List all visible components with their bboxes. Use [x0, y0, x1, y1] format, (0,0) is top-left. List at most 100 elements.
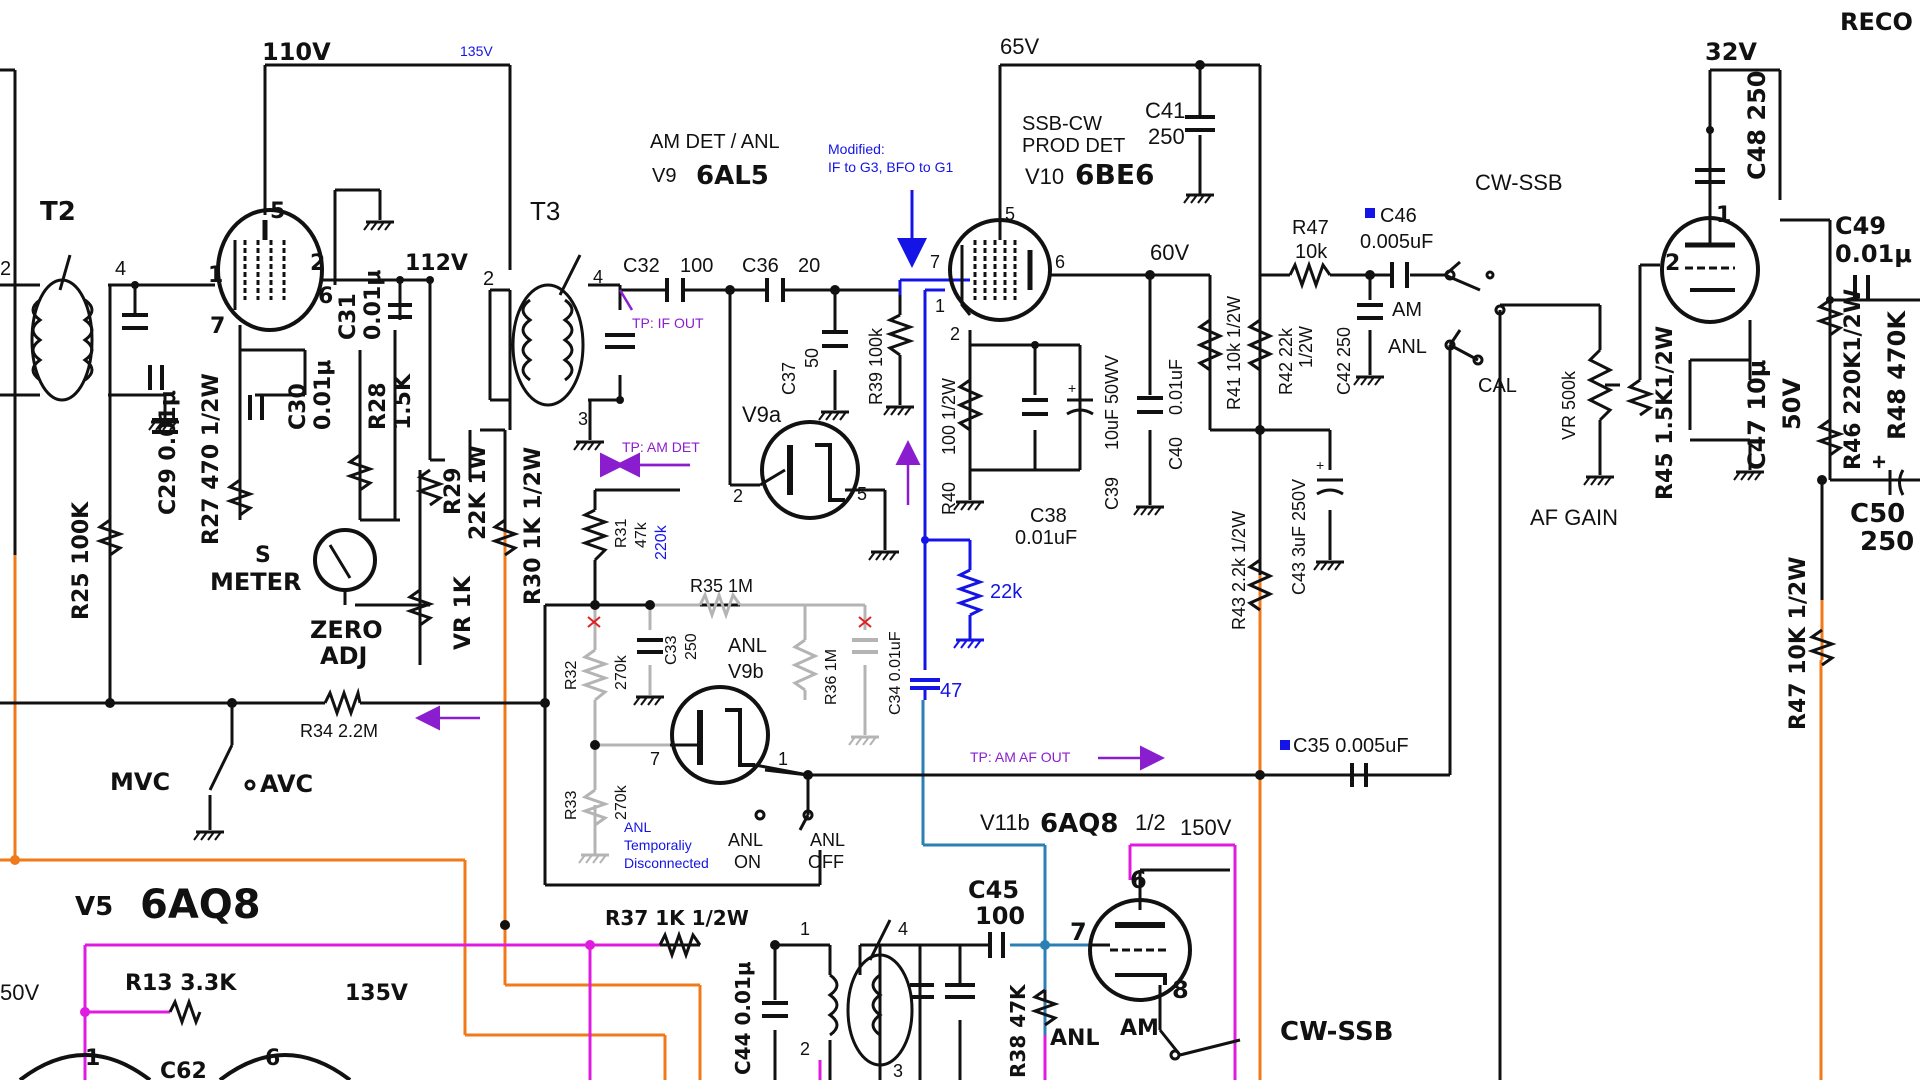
label-r42: R42 22k	[1276, 327, 1296, 395]
pin-label: 1	[800, 919, 810, 939]
resistor-r29-icon	[415, 468, 445, 507]
label-anl-on: ANL	[728, 830, 763, 850]
label-r28: R28	[366, 382, 391, 430]
resistor-r41-icon	[1196, 318, 1224, 372]
resistor-r45-icon	[1625, 378, 1655, 417]
label-r32-value: 270k	[613, 654, 630, 690]
pin-label: 2	[950, 324, 960, 344]
label-zero: ZERO	[310, 616, 383, 644]
pin-label: 7	[1070, 918, 1087, 946]
label-c32: C32	[623, 255, 660, 277]
pin-label: 2	[483, 268, 494, 290]
label-am-bottom: AM	[1120, 1016, 1159, 1041]
label-22k: 22k	[990, 581, 1023, 603]
modified-wiring	[897, 190, 972, 670]
resistor-r39-icon	[885, 313, 915, 357]
pin-label: 5	[270, 199, 285, 224]
junction-dots	[105, 60, 1834, 950]
vacuum-tube-v10-icon	[948, 218, 1052, 322]
label-r33: R33	[563, 791, 580, 820]
resistor-r40-icon	[956, 378, 984, 432]
label-am: AM	[1392, 299, 1422, 321]
label-c31-value: 0.01μ	[361, 270, 386, 340]
label-anl-temp-3: Disconnected	[624, 855, 709, 871]
switches	[244, 269, 1506, 1061]
label-c47: C47 10μ	[1743, 360, 1771, 470]
pin-label: 7	[210, 314, 225, 339]
label-r36: R36 1M	[823, 649, 840, 705]
label-tp-am-af-out: TP: AM AF OUT	[970, 749, 1071, 765]
label-c41: C41	[1145, 98, 1185, 123]
resistor-r37-icon	[658, 930, 702, 960]
label-modified-detail: IF to G3, BFO to G1	[828, 159, 953, 175]
pin-label: 4	[898, 919, 908, 939]
label-v5-tube: 6AQ8	[140, 882, 261, 928]
pin-label: 1	[935, 296, 945, 316]
resistor-vr500k-icon	[1586, 348, 1614, 422]
label-c46-value: 0.005uF	[1360, 231, 1433, 253]
label-mvc: MVC	[110, 768, 170, 796]
label-v11b-half: 1/2	[1135, 810, 1166, 835]
label-modified: Modified:	[828, 141, 885, 157]
pin-label: 4	[115, 258, 126, 280]
label-r30: R30 1K 1/2W	[521, 447, 546, 605]
label-135v: 135V	[460, 43, 493, 59]
label-v10: V10	[1025, 164, 1064, 189]
label-tp-am-det: TP: AM DET	[622, 439, 700, 455]
resistor-r32-icon	[580, 648, 610, 702]
label-anl-temp: ANL	[624, 819, 651, 835]
pin-label: 2	[733, 486, 743, 506]
label-50v: 50V	[0, 980, 39, 1005]
label-c47-value: 50V	[1778, 378, 1806, 430]
label-c37-value: 50	[802, 348, 822, 368]
label-60v: 60V	[1150, 240, 1189, 265]
label-r40-value: 100 1/2W	[939, 378, 959, 455]
label-tp-if-out: TP: IF OUT	[632, 315, 704, 331]
label-t3: T3	[530, 196, 560, 226]
label-vr500k: VR 500k	[1559, 370, 1579, 440]
label-150v: 150V	[1180, 815, 1232, 840]
pin-label: 8	[1172, 976, 1189, 1004]
label-c62: C62	[160, 1059, 207, 1080]
label-r40: R40	[939, 482, 959, 515]
label-r31-modified: 220k	[653, 524, 670, 560]
pin-label: 6	[1130, 866, 1147, 894]
pin-label: 1	[778, 749, 788, 769]
pin-label: 6	[318, 284, 333, 309]
pin-label: 5	[1005, 204, 1015, 224]
label-prod-det: PROD DET	[1022, 135, 1125, 157]
resistor-r47b-icon	[1807, 628, 1837, 667]
label-c33-value: 250	[683, 633, 700, 660]
pin-label: 4	[593, 267, 603, 287]
label-r42-value: 1/2W	[1296, 326, 1316, 368]
label-c44: C44 0.01μ	[731, 961, 755, 1075]
label-r28-value: 1.5K	[391, 373, 416, 430]
pin-label: 3	[578, 409, 588, 429]
label-c30: C30	[286, 383, 311, 430]
label-c35: C35 0.005uF	[1293, 735, 1409, 757]
label-c32-value: 100	[680, 255, 713, 277]
label-r46: R46 220K1/2W	[1841, 289, 1866, 470]
label-off: OFF	[808, 852, 844, 872]
partial-tubes-bottom	[18, 1053, 352, 1080]
resistor-r34-icon	[323, 687, 362, 718]
vacuum-tube-v11b-icon	[1088, 898, 1192, 1005]
label-meter-s: S	[255, 543, 271, 568]
transformer-t2-icon	[30, 254, 112, 402]
meter-icon	[313, 528, 377, 605]
label-c40-value: 0.01uF	[1166, 359, 1186, 415]
label-135v-bottom: 135V	[345, 981, 408, 1006]
label-ssb-cw: SSB-CW	[1022, 113, 1102, 135]
label-r43: R43 2.2k 1/2W	[1229, 511, 1249, 630]
pin-label: 2	[310, 251, 325, 276]
resistor-r28-icon	[345, 453, 375, 492]
pin-label: 7	[650, 749, 660, 769]
label-c37: C37	[779, 362, 799, 395]
label-c33: C33	[663, 636, 680, 665]
label-r13: R13 3.3K	[125, 971, 237, 996]
label-c40: C40	[1166, 437, 1186, 470]
pin-label: 2	[1665, 251, 1680, 276]
label-r39: R39 100k	[866, 327, 886, 405]
label-vr1k: VR 1K	[451, 575, 476, 650]
